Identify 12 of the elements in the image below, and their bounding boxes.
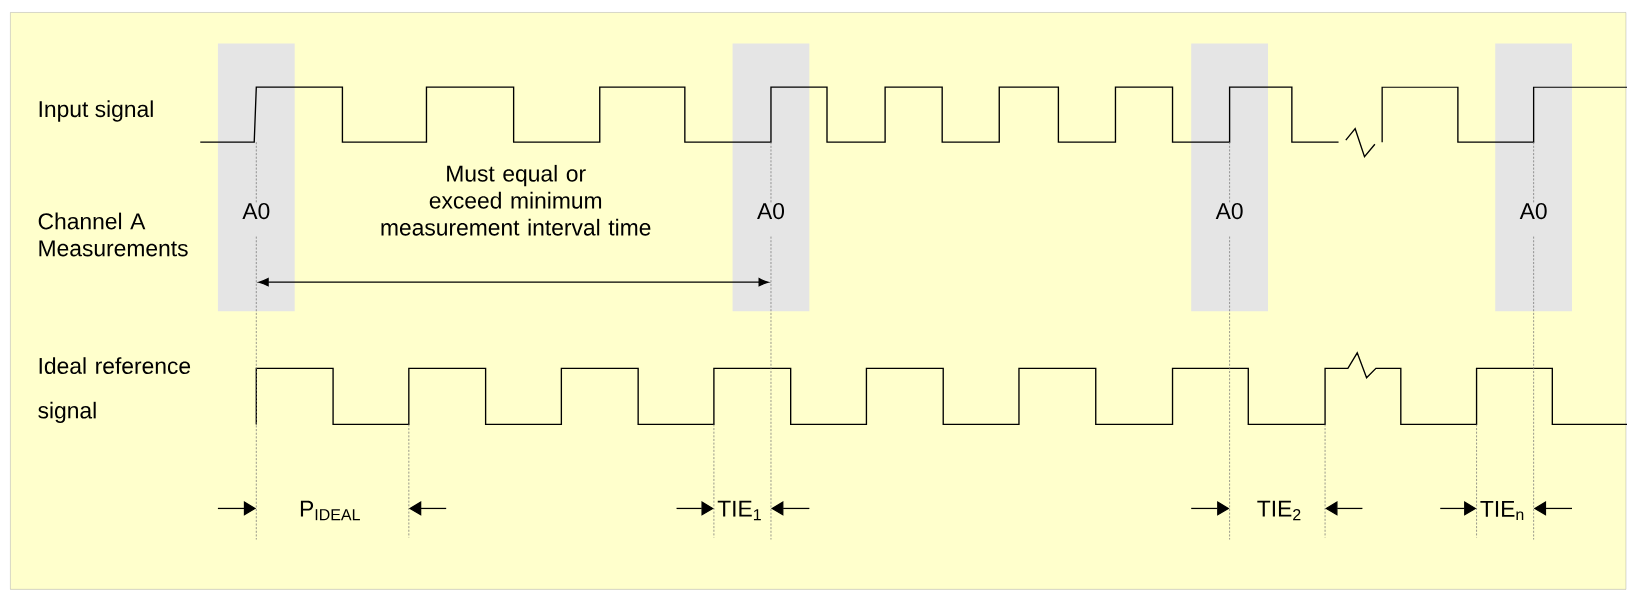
measurement-band: A0: [1191, 43, 1268, 312]
row-label: Ideal reference signal: [38, 357, 191, 423]
interval-label: TIE$_{2}$: [1257, 500, 1301, 521]
interval-label: TIE$_{1}$: [717, 500, 761, 520]
measurement-band: A0: [217, 43, 295, 312]
row-label: Channel A Measurements: [38, 212, 188, 257]
interval-label: P$_{IDEAL}$: [300, 500, 360, 520]
row-label: Input signal: [39, 100, 153, 122]
measurement-band: A0: [732, 43, 810, 312]
interval-label: TIE$_{n}$: [1480, 500, 1524, 520]
annotation-text: Must equal or exceed minimum measurement interval time: [381, 164, 651, 236]
measurement-band: A0: [1495, 43, 1573, 312]
